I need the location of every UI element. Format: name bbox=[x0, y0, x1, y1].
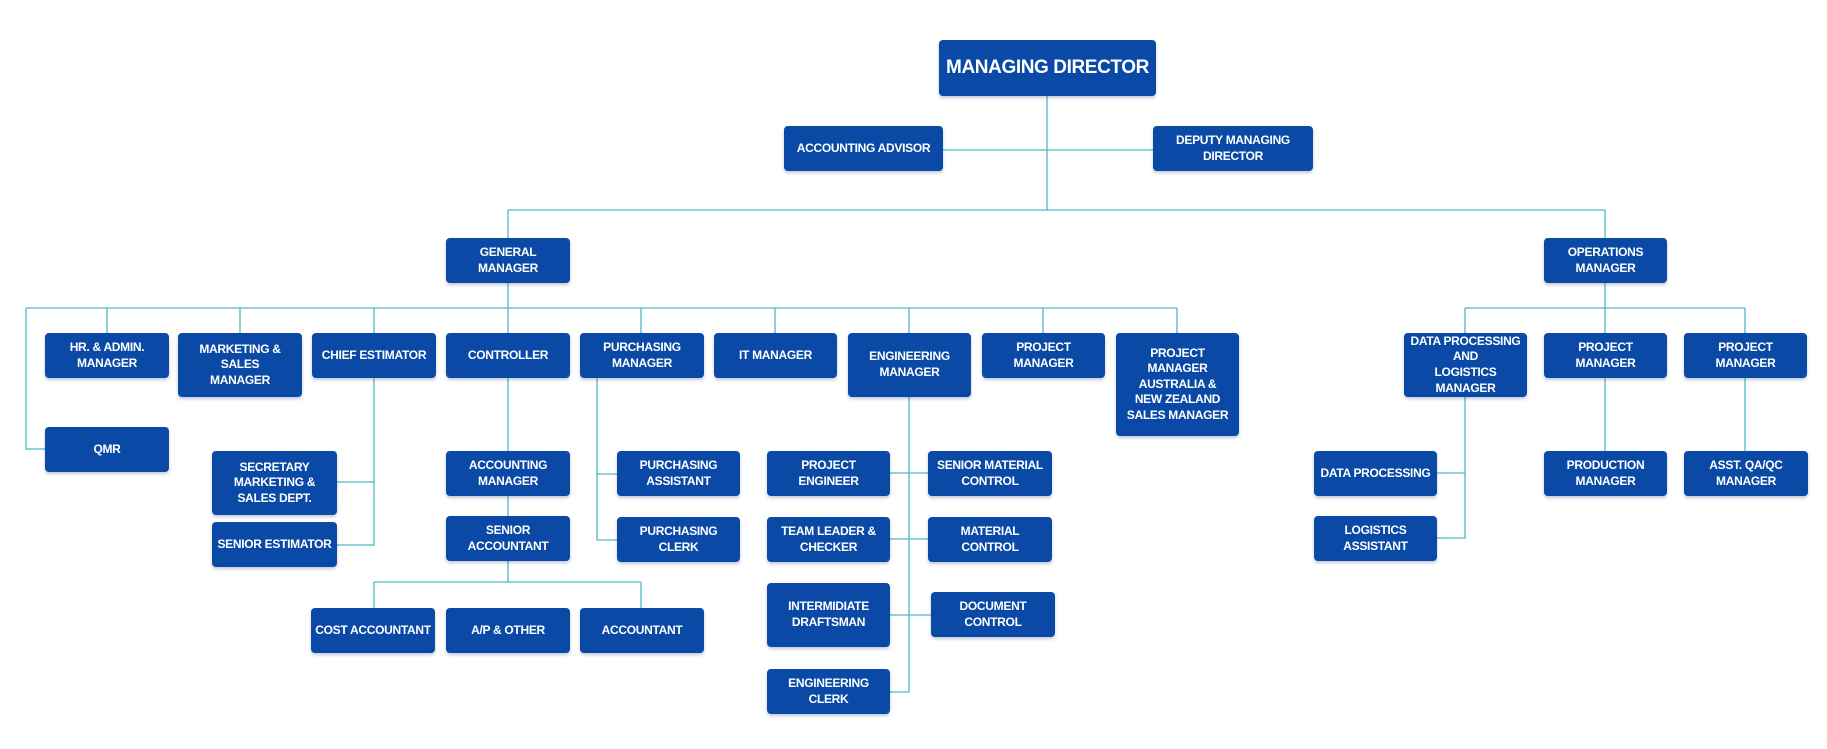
connector bbox=[596, 378, 617, 541]
hr-admin-manager-box: HR. & ADMIN. MANAGER bbox=[45, 333, 169, 378]
project-manager-ops-1-box: PROJECT MANAGER bbox=[1544, 333, 1667, 378]
engineering-manager-box: ENGINEERING MANAGER bbox=[848, 333, 971, 397]
managing-director-box: MANAGING DIRECTOR bbox=[939, 40, 1156, 96]
project-manager-ops-2-box: PROJECT MANAGER bbox=[1684, 333, 1807, 378]
connector bbox=[25, 308, 45, 450]
general-manager-box: GENERAL MANAGER bbox=[446, 238, 570, 283]
project-engineer-box: PROJECT ENGINEER bbox=[767, 451, 890, 496]
data-processing-logistics-manager-box: DATA PROCESSING AND LOGISTICS MANAGER bbox=[1404, 333, 1527, 397]
data-processing-box: DATA PROCESSING bbox=[1314, 451, 1437, 496]
qmr-box: QMR bbox=[45, 427, 169, 472]
senior-material-control-box: SENIOR MATERIAL CONTROL bbox=[928, 451, 1052, 496]
senior-estimator-box: SENIOR ESTIMATOR bbox=[212, 522, 337, 567]
engineering-clerk-box: ENGINEERING CLERK bbox=[767, 669, 890, 714]
production-manager-box: PRODUCTION MANAGER bbox=[1544, 451, 1667, 496]
project-manager-box: PROJECT MANAGER bbox=[982, 333, 1105, 378]
connector bbox=[890, 397, 910, 693]
logistics-assistant-box: LOGISTICS ASSISTANT bbox=[1314, 516, 1437, 561]
purchasing-manager-box: PURCHASING MANAGER bbox=[580, 333, 704, 378]
chief-estimator-box: CHIEF ESTIMATOR bbox=[312, 333, 436, 378]
intermediate-draftsman-box: INTERMIDIATE DRAFTSMAN bbox=[767, 583, 890, 647]
senior-accountant-box: SENIOR ACCOUNTANT bbox=[446, 516, 570, 561]
controller-box: CONTROLLER bbox=[446, 333, 570, 378]
marketing-sales-manager-box: MARKETING & SALES MANAGER bbox=[178, 333, 302, 397]
deputy-managing-director-box: DEPUTY MANAGING DIRECTOR bbox=[1153, 126, 1313, 171]
material-control-box: MATERIAL CONTROL bbox=[928, 517, 1052, 562]
connector bbox=[337, 378, 375, 546]
cost-accountant-box: COST ACCOUNTANT bbox=[311, 608, 435, 653]
secretary-marketing-box: SECRETARY MARKETING & SALES DEPT. bbox=[212, 451, 337, 515]
accounting-advisor-box: ACCOUNTING ADVISOR bbox=[784, 126, 943, 171]
purchasing-clerk-box: PURCHASING CLERK bbox=[617, 517, 740, 562]
purchasing-assistant-box: PURCHASING ASSISTANT bbox=[617, 451, 740, 496]
accounting-manager-box: ACCOUNTING MANAGER bbox=[446, 451, 570, 496]
it-manager-box: IT MANAGER bbox=[714, 333, 837, 378]
operations-manager-box: OPERATIONS MANAGER bbox=[1544, 238, 1667, 283]
connector bbox=[1437, 397, 1466, 539]
team-leader-checker-box: TEAM LEADER & CHECKER bbox=[767, 517, 890, 562]
ap-other-box: A/P & OTHER bbox=[446, 608, 570, 653]
asst-qa-qc-manager-box: ASST. QA/QC MANAGER bbox=[1684, 451, 1808, 496]
document-control-box: DOCUMENT CONTROL bbox=[931, 592, 1055, 637]
project-manager-au-nz-box: PROJECT MANAGER AUSTRALIA & NEW ZEALAND … bbox=[1116, 333, 1239, 436]
accountant-box: ACCOUNTANT bbox=[580, 608, 704, 653]
